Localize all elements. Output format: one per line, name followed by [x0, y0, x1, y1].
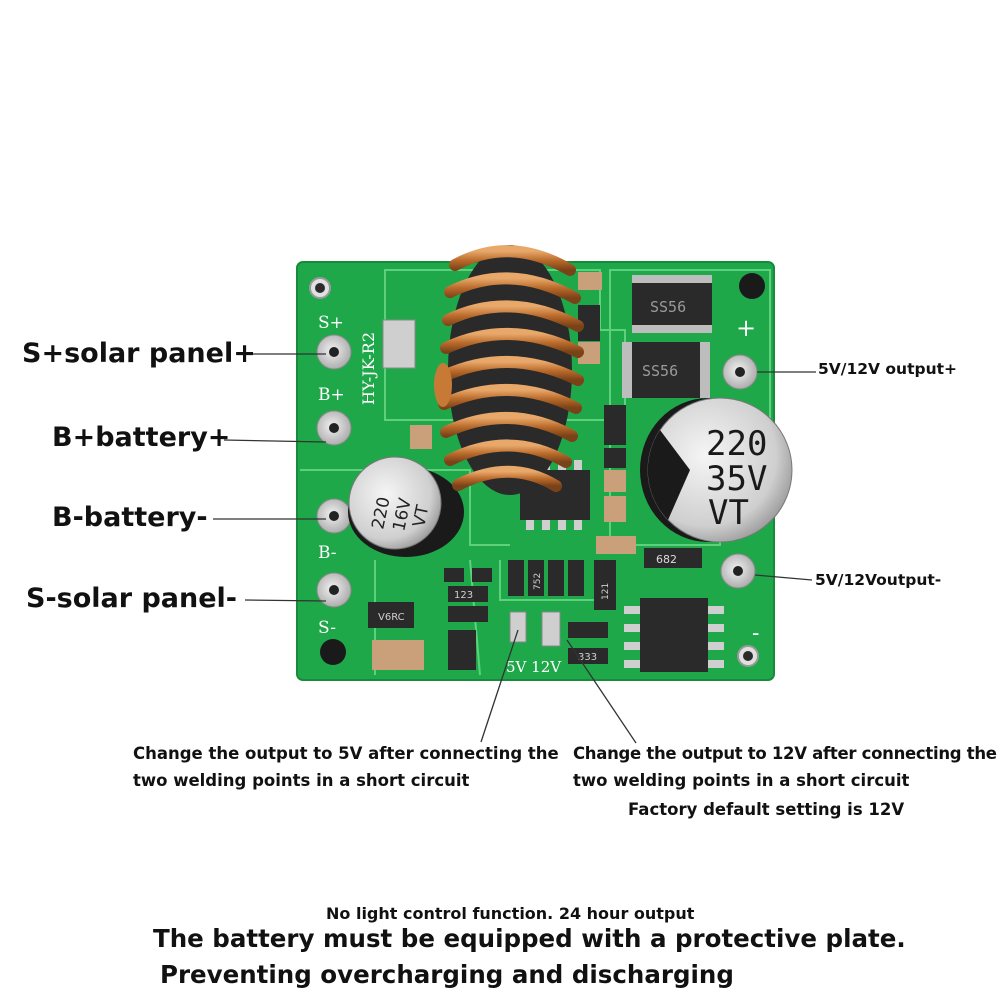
footer-light-control: No light control function. 24 hour outpu…	[326, 904, 695, 923]
leader-12v-jumper	[566, 639, 637, 744]
mount-hole	[739, 273, 765, 299]
silk-b-minus: B-	[318, 543, 337, 563]
note-12v: Change the output to 12V after connectin…	[573, 740, 997, 794]
capacitor-small	[348, 456, 442, 550]
cap-large-mid: 35V	[706, 459, 767, 499]
leader-output-minus	[754, 574, 813, 581]
silk-s-minus: S-	[318, 618, 336, 638]
cap-small-bot: VT	[409, 503, 433, 529]
silk-out-minus: -	[752, 621, 759, 646]
footer-overcharge: Preventing overcharging and discharging	[160, 960, 734, 989]
note-5v-line2: two welding points in a short circuit	[133, 771, 470, 790]
label-solar-minus: S-solar panel-	[26, 583, 238, 614]
solder-pad	[382, 319, 416, 369]
toroid-inductor	[434, 245, 584, 495]
label-solar-plus: S+solar panel+	[22, 338, 256, 369]
mount-hole	[315, 283, 325, 293]
resistor-752: 752	[533, 573, 543, 590]
silk-jumper: 5V 12V	[506, 658, 562, 676]
chip-small-label: V6RC	[378, 612, 405, 623]
cap-large-top: 220	[706, 424, 767, 464]
note-12v-line1: Change the output to 12V after connectin…	[573, 744, 997, 763]
cap-large-bot: VT	[708, 493, 749, 533]
leader-5v-jumper	[480, 629, 519, 743]
diode-ss56-2	[622, 342, 710, 398]
silk-out-plus: +	[736, 314, 756, 342]
resistor-121: 121	[601, 583, 611, 600]
silk-model: HY-JK-R2	[359, 332, 378, 405]
note-12v-line2: two welding points in a short circuit	[573, 771, 910, 790]
mount-hole	[320, 639, 346, 665]
footer-protective-plate: The battery must be equipped with a prot…	[153, 924, 906, 953]
diode-2-label: SS56	[642, 362, 678, 380]
label-output-plus: 5V/12V output+	[818, 360, 958, 378]
trace-region	[384, 269, 626, 421]
label-battery-plus: B+battery+	[52, 422, 231, 453]
leader-solar-minus	[244, 599, 327, 602]
mount-hole	[743, 651, 753, 661]
note-factory-default: Factory default setting is 12V	[628, 800, 905, 819]
label-battery-minus: B-battery-	[52, 502, 208, 533]
resistor-682: 682	[656, 553, 677, 566]
note-5v-line1: Change the output to 5V after connecting…	[133, 744, 559, 763]
ic-bottom	[640, 598, 708, 672]
note-5v: Change the output to 5V after connecting…	[133, 740, 559, 794]
diode-1-label: SS56	[650, 298, 686, 316]
silk-b-plus: B+	[318, 385, 345, 405]
diode-ss56-1	[632, 275, 712, 333]
label-output-minus: 5V/12Voutput-	[815, 571, 942, 589]
leader-battery-plus	[223, 439, 327, 443]
resistor-333: 333	[578, 652, 597, 663]
resistor-123: 123	[454, 590, 473, 601]
silk-s-plus: S+	[318, 313, 344, 333]
